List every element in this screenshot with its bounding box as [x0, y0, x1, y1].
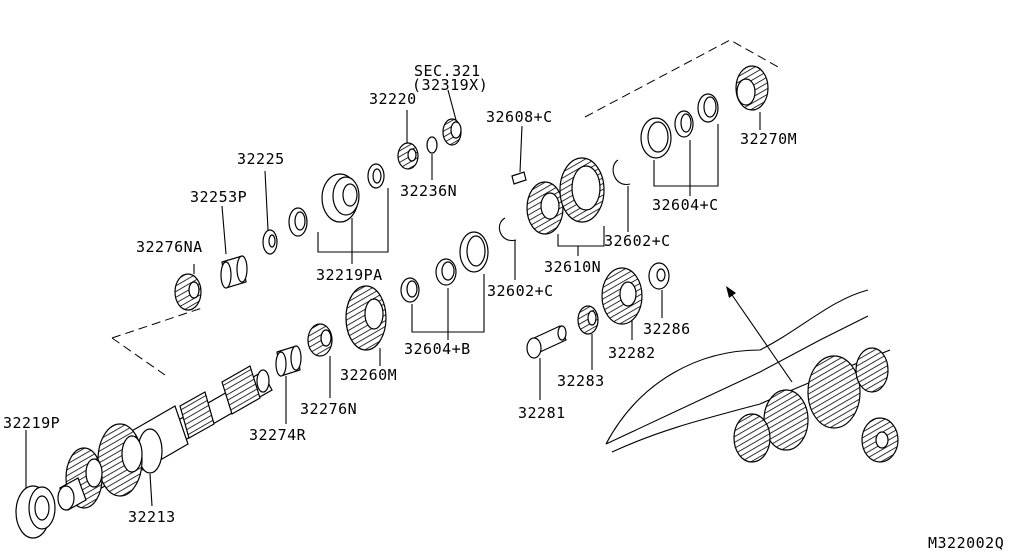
label-32270m: 32270M — [740, 130, 797, 148]
bushing-32274r — [275, 345, 302, 377]
part-number-labels: SEC.321 (32319X) 32220 32608+C 32270M 32… — [3, 62, 1004, 552]
bearing-32219p — [15, 485, 56, 539]
gear-32270m — [735, 65, 769, 111]
label-32604c: 32604+C — [652, 196, 719, 214]
assembly-boundary-line — [584, 39, 781, 118]
label-32602c-upper: 32602+C — [604, 232, 671, 250]
label-32608c: 32608+C — [486, 108, 553, 126]
label-32253p: 32253P — [190, 188, 247, 206]
label-32282: 32282 — [608, 344, 656, 362]
section-ref-line1: SEC.321 — [414, 62, 481, 80]
gear-32220 — [397, 142, 419, 170]
label-32610n: 32610N — [544, 258, 601, 276]
label-32286: 32286 — [643, 320, 691, 338]
snap-ring-32602c-lower — [498, 217, 517, 241]
label-32281: 32281 — [518, 404, 566, 422]
label-32274r: 32274R — [249, 426, 307, 444]
needle-bearing-32283 — [577, 305, 599, 335]
snap-ring-32236n — [426, 136, 438, 154]
label-32602c-lower: 32602+C — [487, 282, 554, 300]
needle-bearing-32276n — [307, 323, 333, 357]
gear-32260m — [345, 285, 387, 351]
washer-32286 — [648, 262, 670, 290]
leader-lines — [25, 89, 761, 507]
section-ref-line2: (32319X) — [412, 76, 488, 94]
key-32608c — [511, 171, 527, 185]
reference-code: M322002Q — [928, 534, 1004, 552]
assembly-boundary-line — [111, 306, 206, 339]
label-32213: 32213 — [128, 508, 176, 526]
assembly-boundary-line — [111, 337, 166, 376]
label-32236n: 32236N — [400, 182, 457, 200]
main-shaft-32213 — [57, 365, 273, 511]
sleeve-32253p — [220, 255, 248, 289]
assembled-view-inset — [605, 286, 899, 463]
label-32219pa: 32219PA — [316, 266, 383, 284]
needle-bearing-32276na — [174, 273, 202, 311]
snap-ring-32602c-upper — [612, 159, 631, 185]
label-32219p: 32219P — [3, 414, 60, 432]
label-32276na: 32276NA — [136, 238, 203, 256]
label-32276n: 32276N — [300, 400, 357, 418]
label-32260m: 32260M — [340, 366, 397, 384]
pin-32281 — [526, 325, 567, 359]
needle-bearing-sec321 — [442, 118, 462, 146]
label-32220: 32220 — [369, 90, 417, 108]
synchronizer-32610n — [526, 157, 605, 235]
label-32604b: 32604+B — [404, 340, 471, 358]
ring-set-32604c — [640, 93, 719, 159]
gear-32282 — [601, 267, 643, 325]
bearing-32219pa — [288, 163, 385, 237]
label-32225: 32225 — [237, 150, 285, 168]
ring-set-32604b — [400, 231, 489, 303]
label-32283: 32283 — [557, 372, 605, 390]
washer-32225 — [262, 229, 278, 255]
